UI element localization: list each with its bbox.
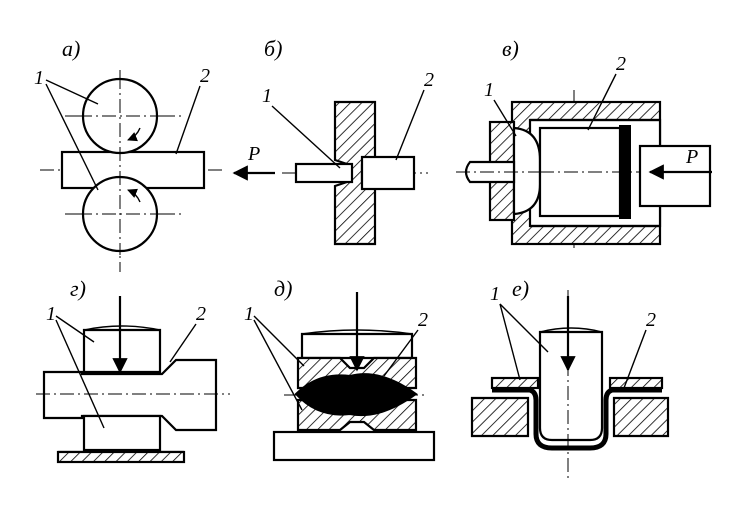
panel-g-callout-2: 2 bbox=[196, 303, 206, 325]
panel-b-label: б) bbox=[264, 36, 282, 61]
panel-a-rolling: а) 1 2 bbox=[34, 36, 222, 272]
lower-die-holder bbox=[272, 430, 436, 462]
die-right bbox=[612, 396, 670, 438]
panel-a-label: а) bbox=[62, 36, 80, 61]
wire-blank bbox=[360, 155, 416, 191]
panel-g-forging: г) 1 2 bbox=[36, 276, 230, 464]
extrusion-billet-neck bbox=[512, 126, 542, 216]
upper-striker bbox=[82, 328, 162, 374]
panel-a-callout-2: 2 bbox=[200, 65, 210, 87]
forging-blank bbox=[294, 373, 418, 417]
panel-b-drawing: б) P 1 2 bbox=[232, 36, 434, 246]
blank-holder-right bbox=[608, 376, 664, 390]
panel-v-force: P bbox=[685, 146, 698, 168]
panel-v-callout-2: 2 bbox=[616, 53, 626, 75]
panel-b-callout-2: 2 bbox=[424, 69, 434, 91]
panel-b-force: P bbox=[247, 143, 260, 165]
panel-d-die-forging: д) 1 2 bbox=[244, 276, 436, 462]
pressing-pad bbox=[619, 125, 631, 219]
panel-v-callout-1: 1 bbox=[484, 79, 494, 101]
panel-e-callout-2: 2 bbox=[646, 309, 656, 331]
panel-g-callout-1: 1 bbox=[46, 303, 56, 325]
punch bbox=[538, 330, 604, 442]
drawn-cup bbox=[492, 387, 662, 451]
forged-workpiece bbox=[42, 358, 218, 432]
anvil-base bbox=[56, 450, 186, 464]
ram bbox=[638, 144, 712, 208]
lower-anvil bbox=[82, 414, 162, 452]
panel-a-callout-1: 1 bbox=[34, 67, 44, 89]
panel-d-callout-1: 1 bbox=[244, 303, 254, 325]
panel-g-label: г) bbox=[70, 276, 86, 301]
panel-e-deep-drawing: е) 1 2 bbox=[470, 276, 670, 478]
panel-v-extrusion: в) P 1 2 bbox=[456, 36, 712, 252]
blank-holder-left bbox=[490, 376, 540, 390]
panel-v-label: в) bbox=[502, 36, 519, 61]
panel-e-callout-1: 1 bbox=[490, 283, 500, 305]
panel-d-label: д) bbox=[274, 276, 292, 301]
wire-drawn bbox=[294, 162, 354, 184]
panel-b-callout-1: 1 bbox=[262, 85, 272, 107]
panel-e-label: е) bbox=[512, 276, 529, 301]
panel-d-callout-2: 2 bbox=[418, 309, 428, 331]
die-left bbox=[470, 396, 530, 438]
